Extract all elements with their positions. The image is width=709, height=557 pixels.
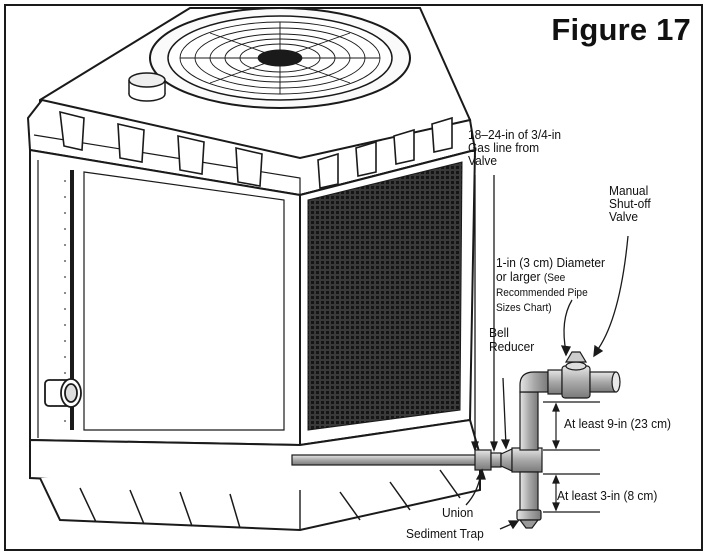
diameter-label-note: (See Recommended Pipe Sizes Chart) bbox=[496, 272, 588, 314]
heater-base bbox=[29, 418, 482, 532]
gas-line-label: 18–24-in of 3/4-in Gas line from Valve bbox=[468, 127, 562, 168]
side-grille bbox=[299, 148, 477, 447]
diameter-label-main: 1-in (3 cm) Diameter or larger bbox=[496, 255, 605, 284]
figure-title: Figure 17 bbox=[551, 12, 691, 47]
vent-cap bbox=[128, 72, 166, 102]
bell-reducer-label: Bell Reducer bbox=[489, 325, 535, 354]
dimension-lines bbox=[543, 401, 600, 513]
min-9in-label: At least 9-in (23 cm) bbox=[564, 416, 672, 431]
leader-lines bbox=[465, 175, 629, 530]
fan-grille bbox=[179, 21, 381, 95]
rim-tabs bbox=[59, 110, 453, 189]
min-3in-label: At least 3-in (8 cm) bbox=[557, 488, 658, 503]
manual-valve-label: Manual Shut-off Valve bbox=[609, 183, 651, 224]
diameter-label: 1-in (3 cm) Diameter or larger (See Reco… bbox=[496, 242, 605, 315]
union-label: Union bbox=[442, 505, 474, 520]
sediment-trap-label: Sediment Trap bbox=[406, 526, 484, 541]
gas-pipe-assembly bbox=[291, 351, 621, 529]
front-panel bbox=[29, 148, 301, 447]
